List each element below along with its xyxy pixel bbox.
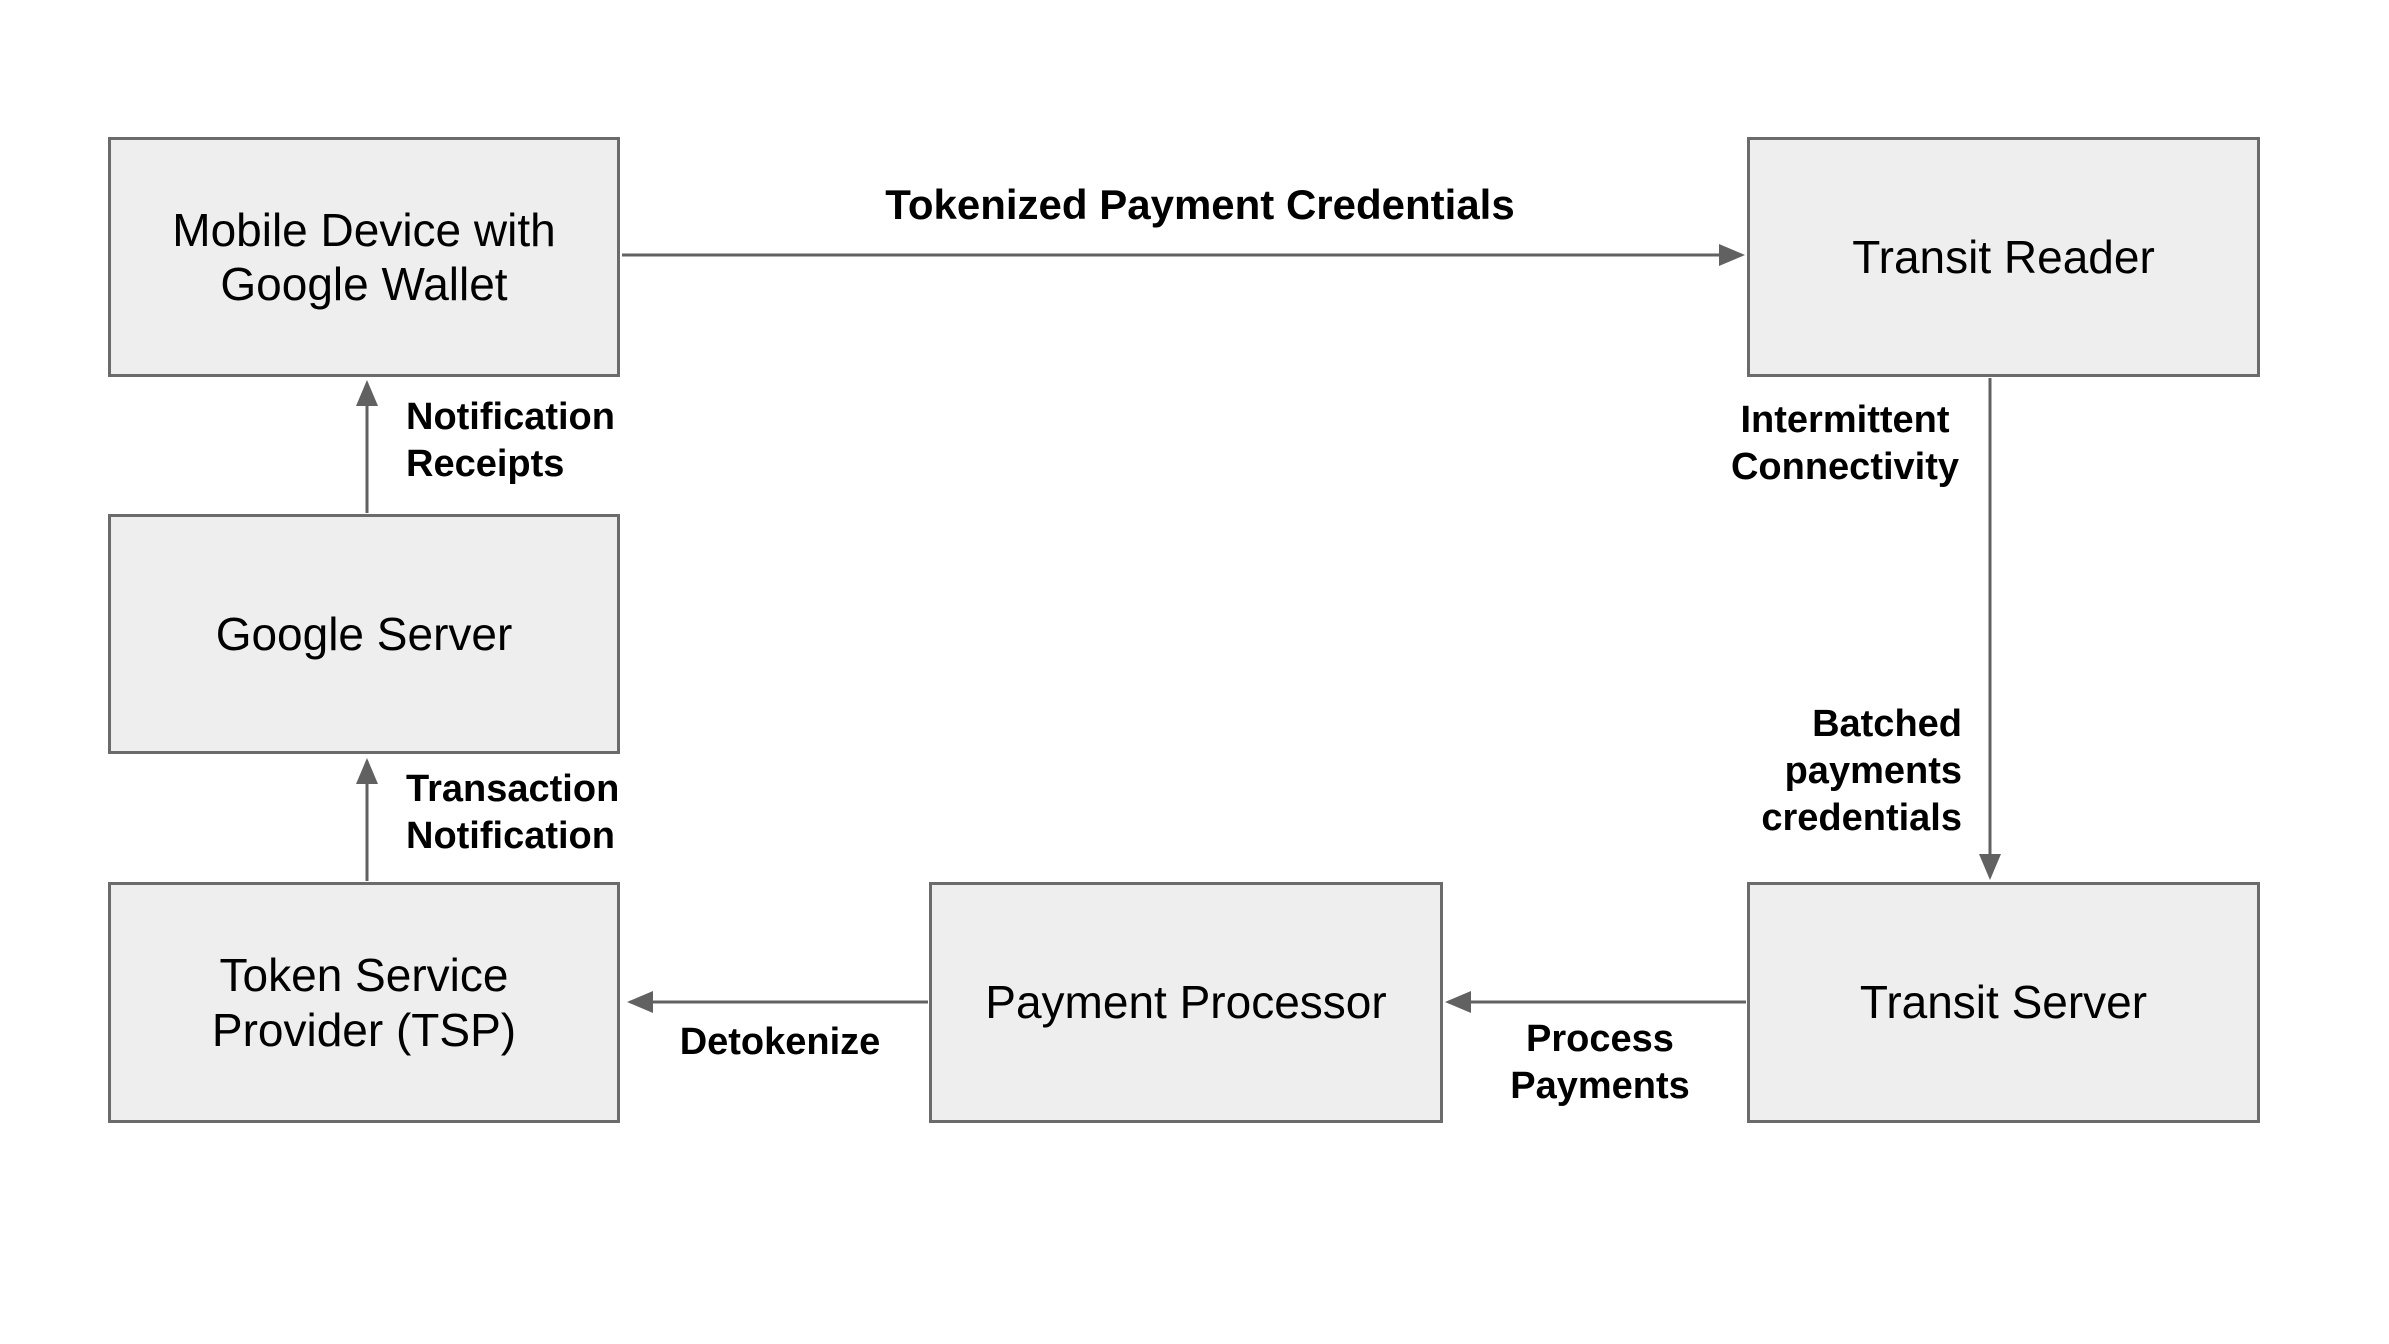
node-payment-processor-label: Payment Processor — [985, 976, 1387, 1029]
node-google-server-label: Google Server — [215, 607, 513, 660]
edge-label-transaction: Transaction Notification — [406, 768, 620, 857]
edge-label-receipts: Notification Receipts — [406, 396, 615, 485]
node-tsp: Token Service Provider (TSP) — [108, 882, 620, 1123]
edge-label-detokenize: Detokenize — [679, 1021, 881, 1063]
node-transit-reader: Transit Reader — [1747, 137, 2260, 377]
node-transit-reader-label: Transit Reader — [1852, 230, 2155, 283]
node-mobile-device: Mobile Device with Google Wallet — [108, 137, 620, 377]
node-transit-server-label: Transit Server — [1859, 976, 2148, 1029]
node-tsp-label: Token Service Provider (TSP) — [211, 949, 517, 1056]
edge-label-process: Process Payments — [1510, 1018, 1690, 1107]
edge-label-tokenized: Tokenized Payment Credentials — [885, 181, 1515, 228]
node-google-server: Google Server — [108, 514, 620, 754]
node-mobile-device-label: Mobile Device with Google Wallet — [172, 203, 556, 310]
edge-label-batched: Batched payments credentials — [1761, 703, 1962, 839]
node-transit-server: Transit Server — [1747, 882, 2260, 1123]
edge-label-intermittent: Intermittent Connectivity — [1730, 399, 1960, 488]
node-payment-processor: Payment Processor — [929, 882, 1443, 1123]
